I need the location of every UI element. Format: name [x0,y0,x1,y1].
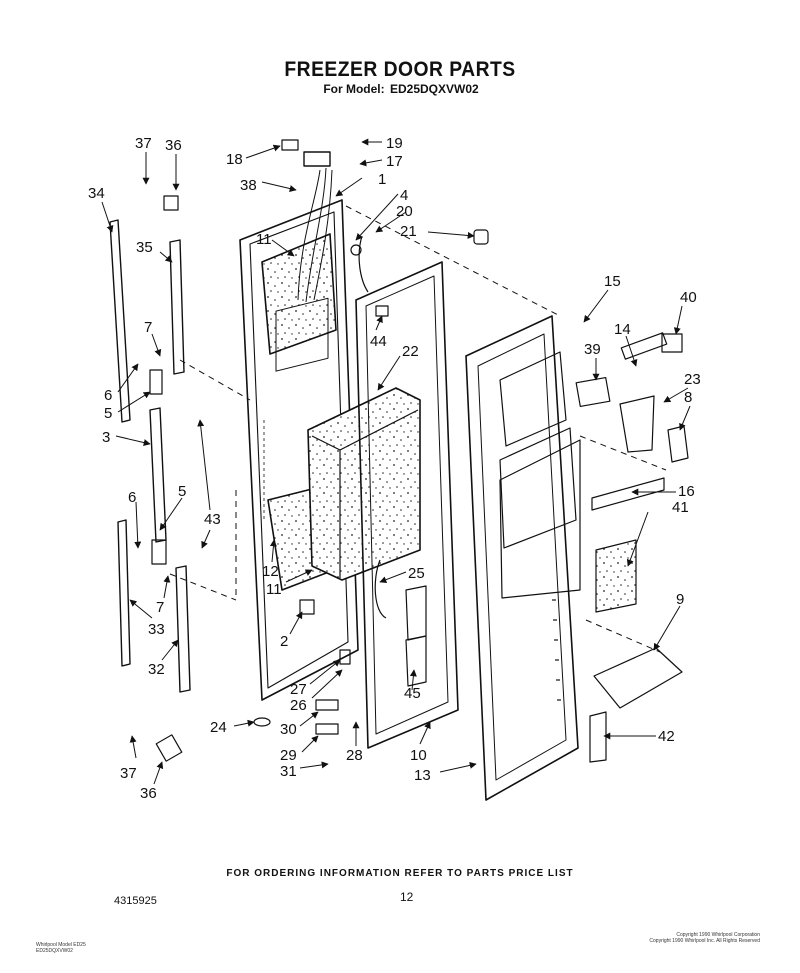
callout-41: 41 [672,499,689,516]
callout-36b: 36 [140,785,157,802]
callout-42: 42 [658,728,675,745]
hardware-pieces [149,139,689,763]
callout-34: 34 [88,185,105,202]
callout-17: 17 [386,153,403,170]
callout-16: 16 [678,483,695,500]
page-title: FREEZER DOOR PARTS [284,58,516,81]
callout-4: 4 [400,187,408,204]
callout-31: 31 [280,763,297,780]
callout-40: 40 [680,289,697,306]
callout-38: 38 [240,177,257,194]
callout-labels: 37 36 34 35 18 38 19 17 1 4 20 21 11 15 … [88,135,701,802]
callout-6b: 6 [128,489,136,506]
callout-6a: 6 [104,387,112,404]
callout-32: 32 [148,661,165,678]
callout-37a: 37 [135,135,152,152]
leader-arrows [101,138,691,785]
ordering-note: FOR ORDERING INFORMATION REFER TO PARTS … [226,868,574,879]
model-number: ED25DQXVW02 [389,82,479,96]
callout-36a: 36 [165,137,182,154]
callout-14: 14 [614,321,631,338]
dispenser-housing [307,387,421,581]
callout-37b: 37 [120,765,137,782]
callout-21: 21 [400,223,417,240]
callout-11b: 11 [266,581,282,598]
footer-left: Whirlpool Model ED25 ED25DQXVW02 [36,942,86,954]
callout-13: 13 [414,767,431,784]
explosion-lines [169,205,667,653]
callout-25: 25 [408,565,425,582]
callout-35: 35 [136,239,153,256]
callout-3: 3 [102,429,110,446]
callout-45: 45 [404,685,421,702]
callout-10: 10 [410,747,427,764]
document-number: 4315925 [114,895,157,907]
wiring-harness [297,151,333,303]
callout-39: 39 [584,341,601,358]
callout-7b: 7 [156,599,164,616]
callout-18: 18 [226,151,243,168]
callout-7a: 7 [144,319,152,336]
callout-12: 12 [262,563,279,580]
footer-left-line-1: Whirlpool Model ED25 [36,942,86,948]
callout-2: 2 [280,633,288,650]
callout-30: 30 [280,721,297,738]
footer-right-line-2: Copyright 1990 Whirlpool Inc. All Rights… [649,938,760,944]
footer-right-line-1: Copyright 1990 Whirlpool Corporation [676,932,760,938]
door-gasket-frame [355,261,459,749]
callout-9: 9 [676,591,684,608]
callout-20: 20 [396,203,413,220]
page-number: 12 [400,890,414,904]
callout-23: 23 [684,371,701,388]
callout-24: 24 [210,719,227,736]
callout-1: 1 [378,171,386,188]
callout-15: 15 [604,273,621,290]
model-subtitle: For Model: ED25DQXVW02 [0,82,800,96]
callout-26: 26 [290,697,307,714]
model-label: For Model: [323,82,385,96]
callout-43: 43 [204,511,221,528]
callout-28: 28 [346,747,363,764]
callout-8: 8 [684,389,692,406]
callout-33: 33 [148,621,165,638]
callout-5a: 5 [104,405,112,422]
door-outer-panel [465,315,581,801]
footer-right: Copyright 1990 Whirlpool Corporation Cop… [630,932,760,944]
callout-29: 29 [280,747,297,764]
callout-11a: 11 [256,231,272,248]
callout-19: 19 [386,135,403,152]
callout-44: 44 [370,333,387,350]
callout-27: 27 [290,681,307,698]
callout-22: 22 [402,343,419,360]
footer-left-line-2: ED25DQXVW02 [36,948,73,954]
callout-5b: 5 [178,483,186,500]
